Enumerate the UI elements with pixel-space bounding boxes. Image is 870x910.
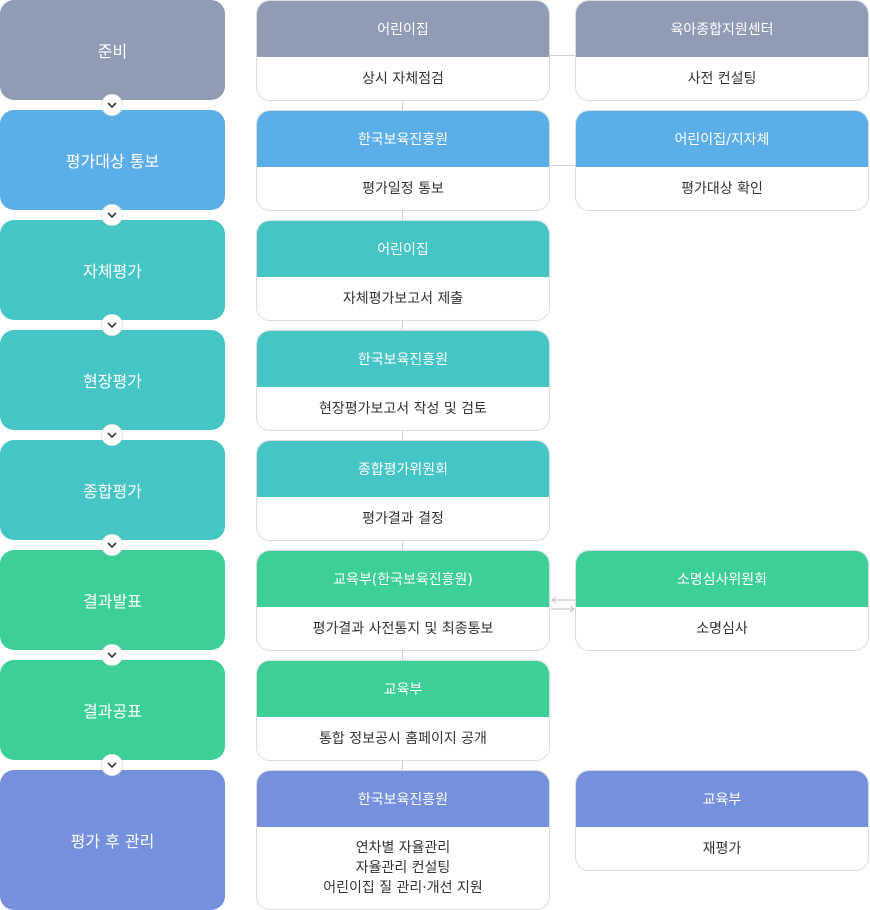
card-body: 평가일정 통보 [257, 167, 549, 210]
step-label: 평가 후 관리 [70, 832, 155, 851]
card-header: 종합평가위원회 [257, 441, 549, 497]
card-text: 자율관리 컨설팅 [355, 860, 451, 876]
card-header: 한국보육진흥원 [257, 331, 549, 387]
step-label: 평가대상 통보 [65, 152, 160, 171]
card-text: 현장평가보고서 작성 및 검토 [319, 400, 487, 417]
card-body: 평가결과 결정 [257, 497, 549, 540]
card-body: 연차별 자율관리 자율관리 컨설팅 어린이집 질 관리·개선 지원 [257, 827, 549, 909]
card-header: 어린이집 [257, 1, 549, 57]
card-header: 어린이집 [257, 221, 549, 277]
card-daycare-local-confirm: 어린이집/지자체 평가대상 확인 [575, 110, 869, 211]
card-header: 육아종합지원센터 [576, 1, 868, 57]
card-self-report: 어린이집 자체평가보고서 제출 [256, 220, 550, 321]
card-text: 통합 정보공시 홈페이지 공개 [319, 730, 487, 747]
card-ministry-reevaluation: 교육부 재평가 [575, 770, 869, 871]
chevron-down-icon [101, 94, 123, 116]
chevron-down-icon [101, 314, 123, 336]
card-text: 어린이집 질 관리·개선 지원 [323, 880, 483, 896]
chevron-down-icon [101, 534, 123, 556]
step-result-disclosure: 결과공표 [0, 660, 225, 760]
card-onsite-report: 한국보육진흥원 현장평가보고서 작성 및 검토 [256, 330, 550, 431]
card-daycare-self-check: 어린이집 상시 자체점검 [256, 0, 550, 101]
card-header: 소명심사위원회 [576, 551, 868, 607]
chevron-down-icon [101, 644, 123, 666]
bidirectional-arrows [551, 596, 575, 613]
step-result-announcement: 결과발표 [0, 550, 225, 650]
card-body: 재평가 [576, 827, 868, 870]
card-text: 재평가 [702, 840, 742, 857]
card-text: 소명심사 [696, 620, 748, 637]
card-text: 평가결과 사전통지 및 최종통보 [312, 620, 494, 637]
connector-row-1 [549, 55, 576, 56]
card-header: 교육부(한국보육진흥원) [257, 551, 549, 607]
step-label: 종합평가 [83, 482, 142, 501]
step-label: 결과발표 [83, 592, 142, 611]
card-text: 평가결과 결정 [362, 510, 444, 527]
card-kcpi-schedule: 한국보육진흥원 평가일정 통보 [256, 110, 550, 211]
chevron-down-icon [101, 754, 123, 776]
card-body: 사전 컨설팅 [576, 57, 868, 100]
connector-row-2 [549, 165, 576, 166]
step-preparation: 준비 [0, 0, 225, 100]
card-header: 교육부 [576, 771, 868, 827]
card-text: 평가일정 통보 [362, 180, 444, 197]
card-text: 연차별 자율관리 [355, 840, 451, 856]
step-label: 자체평가 [83, 262, 142, 281]
card-header: 교육부 [257, 661, 549, 717]
step-label: 결과공표 [83, 702, 142, 721]
card-body: 상시 자체점검 [257, 57, 549, 100]
card-text: 평가대상 확인 [681, 180, 763, 197]
step-comprehensive-evaluation: 종합평가 [0, 440, 225, 540]
chevron-down-icon [101, 424, 123, 446]
step-onsite-evaluation: 현장평가 [0, 330, 225, 430]
card-body: 통합 정보공시 홈페이지 공개 [257, 717, 549, 760]
card-childcare-center-consulting: 육아종합지원센터 사전 컨설팅 [575, 0, 869, 101]
step-evaluation-notice: 평가대상 통보 [0, 110, 225, 210]
card-header: 한국보육진흥원 [257, 771, 549, 827]
card-text: 자체평가보고서 제출 [342, 290, 464, 307]
card-body: 평가결과 사전통지 및 최종통보 [257, 607, 549, 650]
card-ministry-disclosure: 교육부 통합 정보공시 홈페이지 공개 [256, 660, 550, 761]
card-appeal-committee: 소명심사위원회 소명심사 [575, 550, 869, 651]
card-text: 사전 컨설팅 [687, 70, 757, 87]
step-label: 현장평가 [83, 372, 142, 391]
card-ministry-notification: 교육부(한국보육진흥원) 평가결과 사전통지 및 최종통보 [256, 550, 550, 651]
card-header: 한국보육진흥원 [257, 111, 549, 167]
card-body: 소명심사 [576, 607, 868, 650]
card-kcpi-post-management: 한국보육진흥원 연차별 자율관리 자율관리 컨설팅 어린이집 질 관리·개선 지… [256, 770, 550, 910]
card-body: 평가대상 확인 [576, 167, 868, 210]
card-header: 어린이집/지자체 [576, 111, 868, 167]
step-self-evaluation: 자체평가 [0, 220, 225, 320]
chevron-down-icon [101, 204, 123, 226]
step-label: 준비 [97, 42, 128, 61]
card-body: 현장평가보고서 작성 및 검토 [257, 387, 549, 430]
card-body: 자체평가보고서 제출 [257, 277, 549, 320]
step-post-management: 평가 후 관리 [0, 770, 225, 910]
card-comprehensive-committee: 종합평가위원회 평가결과 결정 [256, 440, 550, 541]
card-text: 상시 자체점검 [362, 70, 444, 87]
